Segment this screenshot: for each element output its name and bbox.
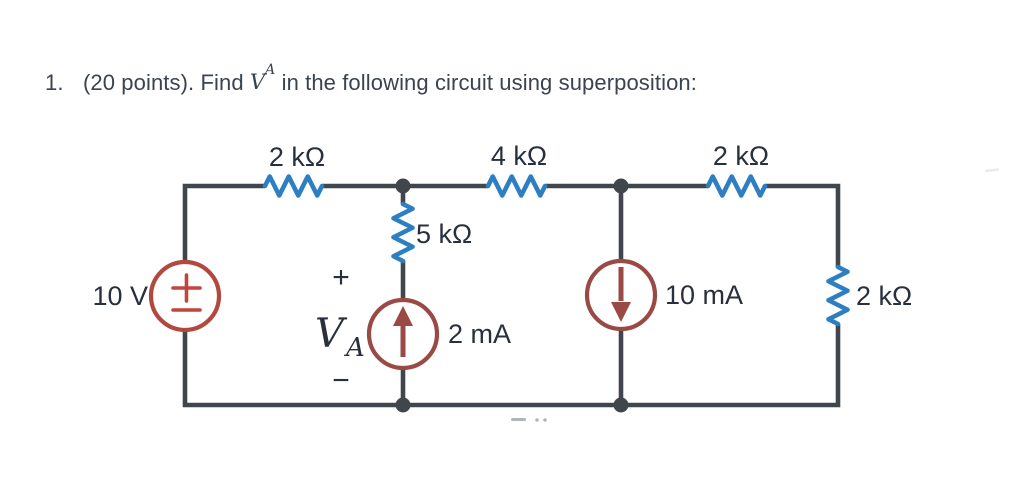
resistor-5k-vertical <box>394 204 413 261</box>
circuit-wires <box>182 183 841 408</box>
current-source-circle <box>584 258 658 332</box>
problem-text-before: (20 points). Find <box>83 70 250 95</box>
problem-number: 1. <box>45 70 64 95</box>
label-resistor-5k: 5 kΩ <box>416 219 472 249</box>
label-resistor-top-right: 2 kΩ <box>713 141 769 171</box>
label-current-source-2ma: 2 mA <box>448 319 511 349</box>
node-bottom-a <box>395 397 411 413</box>
va-symbol: V <box>315 311 348 357</box>
voltage-source-10v <box>148 259 222 333</box>
label-voltage-source: 10 V <box>92 281 148 311</box>
scan-artifact-dash <box>511 418 526 421</box>
up-arrow-icon <box>393 306 413 326</box>
scan-artifact-marks <box>511 168 999 422</box>
resistor-4k-top-middle <box>488 177 545 196</box>
wire-top-right <box>765 183 841 267</box>
va-symbol-title: V <box>249 70 266 94</box>
problem-text-after: in the following circuit using superposi… <box>275 70 697 95</box>
voltage-source-circle <box>148 259 222 333</box>
va-subscript-title: A <box>265 62 276 78</box>
label-resistor-top-middle: 4 kΩ <box>491 141 547 171</box>
circuit-nodes <box>395 178 629 413</box>
node-bottom-b <box>613 397 629 413</box>
resistors <box>265 177 848 325</box>
current-source-2ma <box>366 297 440 371</box>
va-annotation: + V A − <box>315 261 365 397</box>
scan-artifact-smudge <box>985 168 999 173</box>
current-source-10ma <box>584 258 658 332</box>
resistor-2k-right-vertical <box>829 267 848 324</box>
resistor-2k-top-right <box>708 177 765 196</box>
node-top-b <box>613 178 629 194</box>
component-labels: 2 kΩ 4 kΩ 2 kΩ 5 kΩ 2 kΩ 10 V 2 mA 10 mA <box>92 141 912 349</box>
wire-bottom-loop <box>182 324 841 408</box>
node-top-a <box>395 178 411 194</box>
down-arrow-icon <box>611 302 631 322</box>
label-current-source-10ma: 10 mA <box>665 280 743 310</box>
scan-artifact-dot <box>535 418 539 422</box>
label-resistor-right: 2 kΩ <box>856 281 912 311</box>
va-plus-polarity: + <box>332 261 350 294</box>
wire-top-left <box>182 183 265 262</box>
scan-artifact-dot <box>543 418 547 422</box>
va-minus-polarity: − <box>332 364 350 397</box>
va-subscript: A <box>344 333 365 363</box>
label-resistor-top-left: 2 kΩ <box>269 142 325 172</box>
current-source-circle <box>366 297 440 371</box>
resistor-2k-top-left <box>265 177 322 196</box>
